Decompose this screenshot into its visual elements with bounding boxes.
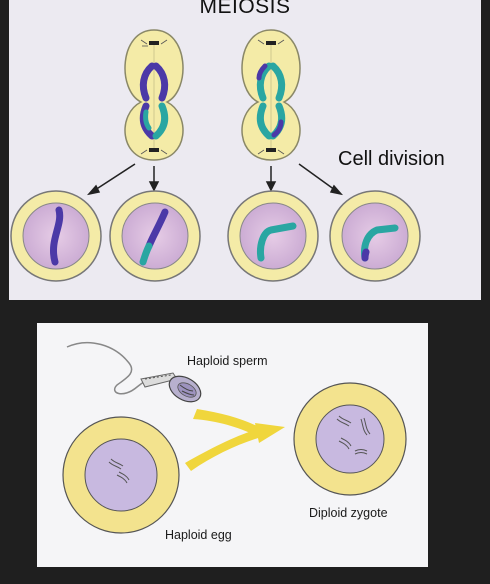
haploid-sperm-label: Haploid sperm	[187, 354, 268, 368]
dividing-cell-left	[124, 29, 184, 161]
daughter-cell-2	[109, 190, 201, 282]
centrosome-icon	[140, 148, 168, 155]
fusion-arrow-icon	[185, 409, 285, 471]
daughter-cell-4	[329, 190, 421, 282]
daughter-cell-3	[227, 190, 319, 282]
daughter-cell-1	[10, 190, 102, 282]
fertilization-illustration	[62, 341, 407, 534]
centrosome-icon	[257, 148, 285, 155]
centrosome-icon	[257, 39, 285, 45]
sperm-icon	[66, 341, 202, 403]
meiosis-title: MEIOSIS	[199, 0, 291, 18]
meiosis-illustration	[10, 29, 421, 282]
haploid-egg	[62, 416, 180, 534]
meiosis-panel: MEIOSIS Cell division	[9, 0, 481, 300]
cell-division-label: Cell division	[338, 148, 445, 170]
haploid-egg-label: Haploid egg	[165, 528, 232, 542]
division-arrows	[86, 163, 344, 196]
diploid-zygote-label: Diploid zygote	[309, 506, 388, 520]
fertilization-panel: Haploid sperm Haploid egg Diploid zygote	[37, 323, 428, 567]
centrosome-icon	[140, 39, 168, 47]
dividing-cell-right	[241, 29, 301, 161]
diploid-zygote	[293, 382, 407, 496]
